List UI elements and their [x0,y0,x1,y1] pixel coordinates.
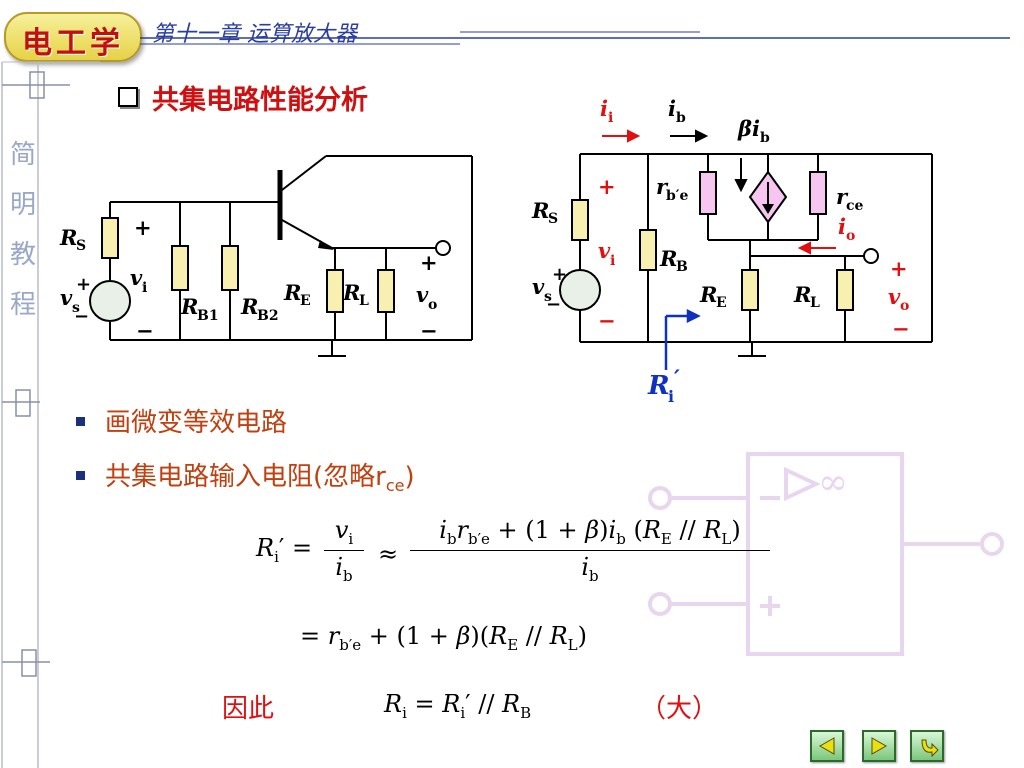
svg-text:v: v [60,285,73,310]
next-slide-button[interactable] [862,730,896,762]
fraction-vi-ib: vi ib [324,516,364,585]
svg-text:R: R [793,282,811,307]
svg-text:R: R [283,280,301,305]
svg-text:+: + [598,174,616,199]
svg-text:R: R [240,294,258,319]
svg-text:r: r [836,184,849,209]
sidebar-char-2: 明 [9,190,36,220]
svg-text:b′e: b′e [666,188,688,204]
svg-text:i: i [600,96,608,121]
svg-text:+: + [76,274,91,295]
formula-ri-prime: Ri′ = [256,534,313,566]
svg-text:S: S [548,211,558,227]
conclusion-prefix: 因此 [222,694,275,724]
svg-text:s: s [544,289,552,305]
svg-text:L: L [810,295,820,311]
bullet-input-resistance: 共集电路输入电阻(忽略rce) [76,456,415,495]
svg-text:S: S [76,238,86,254]
checkbox-icon [118,87,138,107]
svg-text:B: B [676,259,688,275]
svg-text:+: + [890,256,908,281]
fraction-main: ibrb′e + (1 + β)ib (RE // RL) ib [410,516,770,585]
svg-text:R: R [59,225,77,250]
svg-text:−: − [420,318,438,343]
svg-text:i: i [668,96,676,121]
svg-text:∞: ∞ [818,462,848,503]
bullet-text-1: 画微变等效电路 [105,408,288,438]
section-title-text: 共集电路性能分析 [152,85,368,116]
course-logo: 电工学 [4,12,142,62]
return-button[interactable] [910,730,944,762]
svg-text:o: o [428,297,437,313]
bullet-equivalent-circuit: 画微变等效电路 [76,402,287,439]
svg-text:i: i [608,110,613,126]
svg-text:−: − [74,306,89,327]
sidebar-char-1: 简 [9,140,36,170]
svg-text:B1: B1 [197,308,219,324]
svg-text:−: − [598,308,616,333]
chapter-title: 第十一章 运算放大器 [152,22,357,47]
bullet-square-icon [76,417,85,426]
prev-slide-button[interactable] [810,730,844,762]
svg-text:R: R [659,246,677,271]
svg-text:L: L [359,293,369,309]
svg-text:o: o [846,228,855,244]
prev-icon [818,737,835,755]
svg-text:R: R [342,280,360,305]
svg-text:i: i [668,387,674,406]
svg-text:v: v [416,282,429,307]
svg-text:i: i [142,280,147,296]
svg-text:E: E [716,295,727,311]
svg-text:b: b [760,130,770,146]
formula-ri: Ri = Ri′ // RB [384,690,532,722]
svg-text:i: i [752,116,760,141]
svg-text:i: i [838,214,846,239]
svg-text:′: ′ [674,366,680,392]
svg-text:r: r [656,174,669,199]
svg-text:v: v [888,284,901,309]
svg-text:−: − [136,318,154,343]
bullet-square-icon [76,471,85,480]
svg-text:v: v [532,274,545,299]
formula-simplified: = rb′e + (1 + β)(RE // RL) [300,622,587,654]
sidebar-char-4: 程 [9,290,36,320]
next-icon [871,737,888,755]
svg-text:−: − [892,316,910,341]
svg-text:v: v [130,265,143,290]
svg-text:o: o [900,298,909,314]
svg-text:β: β [737,116,752,141]
svg-text:s: s [72,300,80,316]
approx-sign: ≈ [378,540,399,568]
bullet-text-2: 共集电路输入电阻(忽略r [105,462,386,492]
svg-text:E: E [300,293,311,309]
svg-text:B2: B2 [257,308,279,324]
svg-text:v: v [598,238,611,263]
logo-text: 电工学 [22,26,124,61]
svg-text:+: + [552,264,567,285]
svg-text:+: + [420,250,438,275]
svg-text:+: + [134,215,152,240]
svg-text:R: R [531,198,549,223]
return-icon [921,739,939,758]
svg-text:R: R [180,294,198,319]
sidebar-char-3: 教 [9,240,36,270]
svg-text:R: R [699,282,717,307]
svg-text:b: b [676,110,686,126]
svg-text:R: R [647,371,670,401]
section-title: 共集电路性能分析 [118,78,368,117]
conclusion-note: （大） [640,694,719,724]
svg-text:−: − [546,294,561,315]
svg-text:ce: ce [846,198,864,214]
resistor-rs [101,217,119,259]
svg-text:i: i [610,253,615,269]
